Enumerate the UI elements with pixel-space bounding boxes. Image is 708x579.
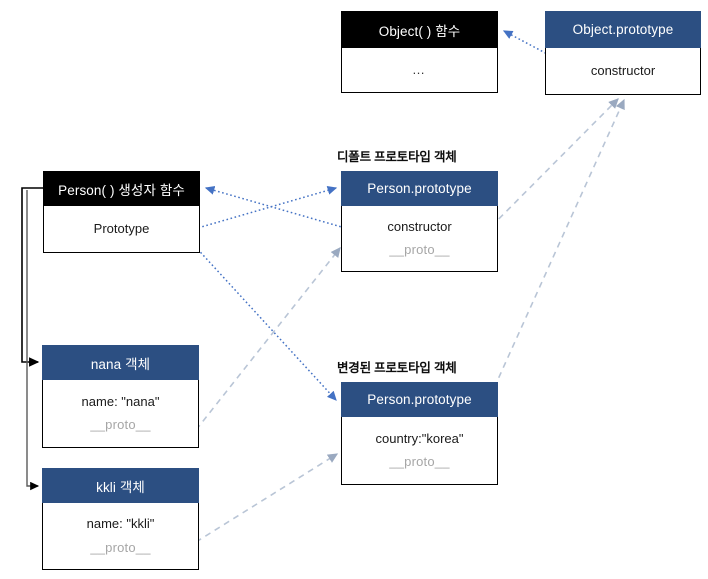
node-person-prototype-default-row-constructor: constructor bbox=[387, 218, 452, 234]
edge-person-constructor-to-nana bbox=[21, 187, 43, 367]
node-object-function-row-0: … bbox=[412, 61, 427, 77]
node-object-function[interactable]: Object( ) 함수 … bbox=[341, 11, 498, 93]
node-kkli-object[interactable]: kkli 객체 name: "kkli" __proto__ bbox=[42, 468, 199, 570]
node-person-prototype-changed-row-country: country:"korea" bbox=[375, 430, 464, 446]
node-person-constructor-row-prototype: Prototype bbox=[93, 220, 150, 236]
caption-default-prototype: 디폴트 프로토타입 객체 bbox=[337, 150, 457, 164]
node-person-prototype-default-row-proto: __proto__ bbox=[389, 242, 450, 257]
node-person-constructor-header: Person( ) 생성자 함수 bbox=[43, 171, 200, 206]
node-object-function-header: Object( ) 함수 bbox=[341, 11, 498, 48]
node-object-function-body: … bbox=[341, 48, 498, 93]
node-object-prototype-row-constructor: constructor bbox=[590, 62, 656, 78]
edge-person-prototype-row-to-changed-prototype bbox=[191, 242, 337, 401]
node-nana-object[interactable]: nana 객체 name: "nana" __proto__ bbox=[42, 345, 199, 448]
node-person-constructor[interactable]: Person( ) 생성자 함수 Prototype bbox=[43, 171, 200, 253]
edge-kkli-proto-to-changed-prototype bbox=[195, 453, 339, 543]
node-person-prototype-changed[interactable]: Person.prototype country:"korea" __proto… bbox=[341, 382, 498, 485]
node-nana-object-header: nana 객체 bbox=[42, 345, 199, 380]
node-kkli-object-row-proto: __proto__ bbox=[90, 539, 151, 555]
node-nana-object-row-name: name: "nana" bbox=[81, 393, 160, 409]
node-object-prototype-header: Object.prototype bbox=[545, 11, 701, 48]
node-person-prototype-default[interactable]: Person.prototype constructor __proto__ bbox=[341, 171, 498, 272]
caption-changed-prototype: 변경된 프로토타입 객체 bbox=[337, 361, 457, 375]
node-nana-object-body: name: "nana" __proto__ bbox=[42, 380, 199, 448]
node-person-prototype-default-body: constructor __proto__ bbox=[341, 206, 498, 272]
node-object-prototype-body: constructor bbox=[545, 48, 701, 95]
node-person-prototype-default-header: Person.prototype bbox=[341, 171, 498, 206]
node-person-prototype-changed-header: Person.prototype bbox=[341, 382, 498, 417]
node-kkli-object-header: kkli 객체 bbox=[42, 468, 199, 503]
edge-person-constructor-to-kkli bbox=[26, 190, 40, 491]
node-nana-object-row-proto: __proto__ bbox=[90, 417, 151, 432]
node-kkli-object-body: name: "kkli" __proto__ bbox=[42, 503, 199, 570]
node-person-prototype-changed-row-proto: __proto__ bbox=[389, 454, 450, 469]
node-kkli-object-row-name: name: "kkli" bbox=[86, 516, 155, 532]
node-object-prototype[interactable]: Object.prototype constructor bbox=[545, 11, 701, 95]
edge-nana-proto-to-default-prototype bbox=[195, 246, 341, 431]
node-person-constructor-body: Prototype bbox=[43, 206, 200, 253]
node-person-prototype-changed-body: country:"korea" __proto__ bbox=[341, 417, 498, 485]
